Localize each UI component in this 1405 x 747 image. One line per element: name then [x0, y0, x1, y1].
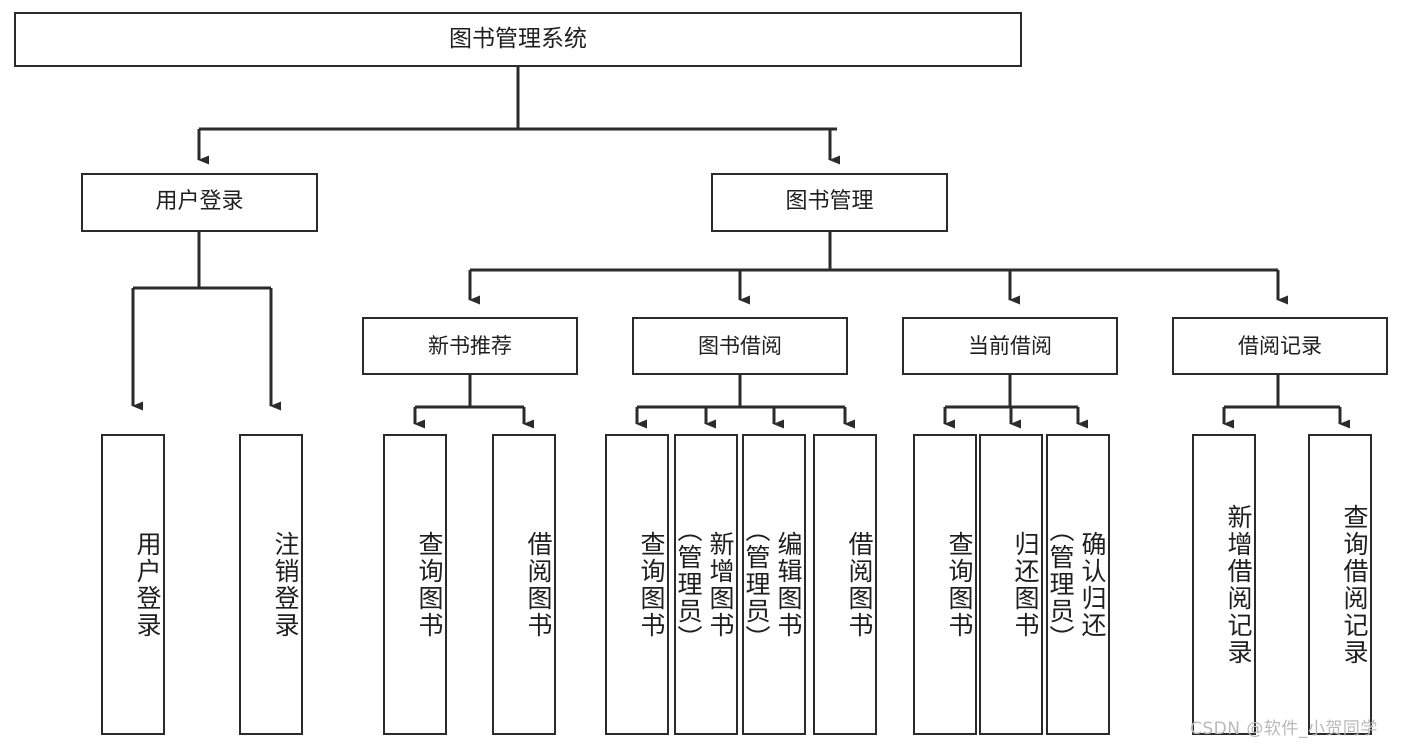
csdn-watermark: CSDN @软件_小贺同学: [1190, 719, 1378, 739]
leaf-label: 借阅图书: [524, 530, 553, 639]
leaf-label: 查询图书: [415, 530, 444, 639]
leaf-user-login-signout[interactable]: 注销登录: [239, 434, 303, 735]
leaf-label: 借阅图书: [845, 530, 874, 639]
leaf-label: 用户登录: [133, 530, 162, 639]
leaf-label: 新增借阅记录: [1224, 503, 1253, 666]
leaf-label: 注销登录: [271, 530, 300, 639]
leaf-label: 新增图书 （管理员）: [674, 517, 735, 652]
leaf-current-confirm-return-admin[interactable]: 确认归还 （管理员）: [1046, 434, 1110, 735]
node-user-login[interactable]: 用户登录: [81, 173, 318, 232]
leaf-new-book-borrow[interactable]: 借阅图书: [492, 434, 556, 735]
leaf-current-query-book[interactable]: 查询图书: [913, 434, 977, 735]
leaf-borrow-add-book-admin[interactable]: 新增图书 （管理员）: [674, 434, 738, 735]
leaf-borrow-query-book[interactable]: 查询图书: [605, 434, 669, 735]
leaf-label: 确认归还 （管理员）: [1046, 517, 1107, 652]
leaf-record-add-borrow-record[interactable]: 新增借阅记录: [1192, 434, 1256, 735]
node-book-management[interactable]: 图书管理: [711, 173, 948, 232]
leaf-new-book-query[interactable]: 查询图书: [383, 434, 447, 735]
leaf-current-return-book[interactable]: 归还图书: [979, 434, 1043, 735]
leaf-user-login-signin[interactable]: 用户登录: [101, 434, 165, 735]
node-root-library-system[interactable]: 图书管理系统: [14, 12, 1022, 67]
leaf-borrow-borrow-book[interactable]: 借阅图书: [813, 434, 877, 735]
node-borrow-record[interactable]: 借阅记录: [1172, 317, 1388, 375]
leaf-label: 查询图书: [945, 530, 974, 639]
node-current-borrow[interactable]: 当前借阅: [902, 317, 1118, 375]
node-new-book-recommend[interactable]: 新书推荐: [362, 317, 578, 375]
leaf-label: 查询借阅记录: [1340, 503, 1369, 666]
leaf-label: 归还图书: [1011, 530, 1040, 639]
leaf-record-query-borrow-record[interactable]: 查询借阅记录: [1308, 434, 1372, 735]
node-book-borrow[interactable]: 图书借阅: [632, 317, 848, 375]
leaf-label: 查询图书: [637, 530, 666, 639]
leaf-borrow-edit-book-admin[interactable]: 编辑图书 （管理员）: [742, 434, 806, 735]
leaf-label: 编辑图书 （管理员）: [742, 517, 803, 652]
